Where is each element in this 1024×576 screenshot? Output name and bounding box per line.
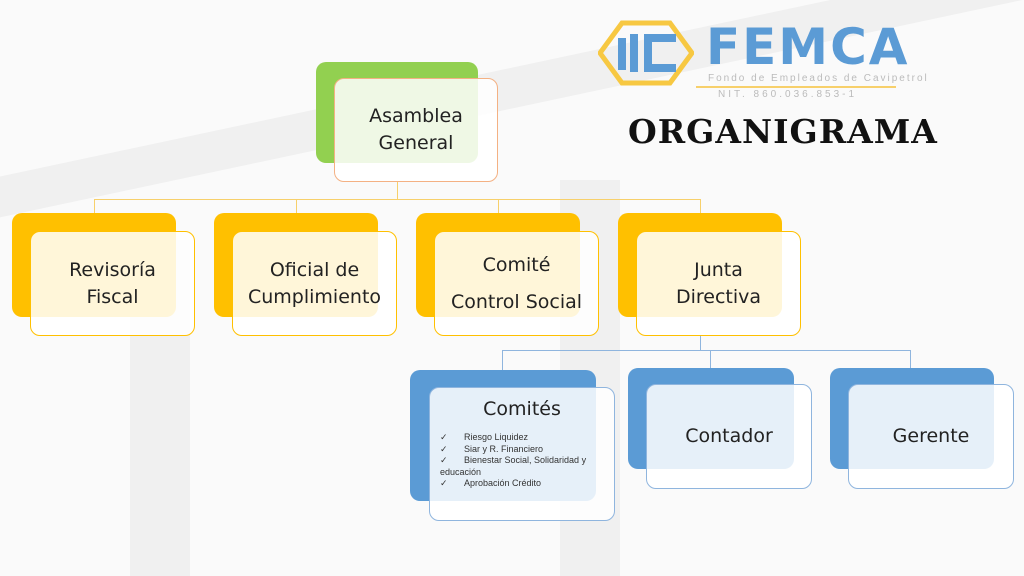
node-label: Directiva — [675, 285, 762, 308]
connector — [94, 199, 701, 200]
connector — [502, 350, 911, 351]
node-label: Control Social — [450, 290, 583, 313]
list-item: ✓Aprobación Crédito — [440, 478, 542, 488]
node-gerente[interactable]: Gerente — [848, 384, 1014, 489]
logo-nit: NIT. 860.036.853-1 — [718, 89, 858, 100]
page-title: ORGANIGRAMA — [628, 112, 938, 151]
node-label: Revisoría — [69, 258, 156, 281]
list-item: ✓Riesgo Liquidez — [440, 432, 529, 442]
check-icon: ✓ — [440, 432, 448, 442]
connector — [700, 199, 701, 213]
check-icon: ✓ — [440, 455, 448, 465]
list-item: ✓Bienestar Social, Solidaridad y educaci… — [440, 455, 587, 477]
logo-subtitle: Fondo de Empleados de Cavipetrol — [708, 73, 929, 84]
logo-name: FEMCA — [706, 18, 910, 76]
node-label: General — [378, 132, 454, 154]
node-label: Comités — [483, 398, 561, 420]
connector — [710, 350, 711, 368]
node-label: Gerente — [892, 425, 970, 448]
check-icon: ✓ — [440, 478, 448, 488]
node-label: Comité — [482, 254, 551, 277]
connector — [397, 182, 398, 199]
femca-hexagon-icon — [598, 20, 694, 86]
node-label: Junta — [694, 258, 743, 281]
node-label: Asamblea — [369, 105, 463, 128]
check-icon: ✓ — [440, 443, 448, 454]
comites-list: ✓Riesgo Liquidez ✓Siar y R. Financiero ✓… — [440, 432, 600, 490]
node-contador[interactable]: Contador — [646, 384, 812, 489]
node-label: Oficial de — [269, 258, 360, 281]
connector — [94, 199, 95, 213]
node-label: Cumplimiento — [247, 285, 382, 308]
logo-divider — [696, 86, 896, 88]
connector — [296, 199, 297, 213]
node-comites[interactable]: Comités — [429, 387, 615, 521]
node-label: Fiscal — [86, 285, 139, 308]
connector — [502, 350, 503, 370]
node-oficial-cumplimiento[interactable]: Oficial de Cumplimiento — [232, 231, 397, 336]
connector — [910, 350, 911, 368]
connector — [700, 335, 701, 350]
node-label: Contador — [685, 425, 773, 448]
connector — [498, 199, 499, 213]
list-item: ✓Siar y R. Financiero — [440, 443, 544, 454]
